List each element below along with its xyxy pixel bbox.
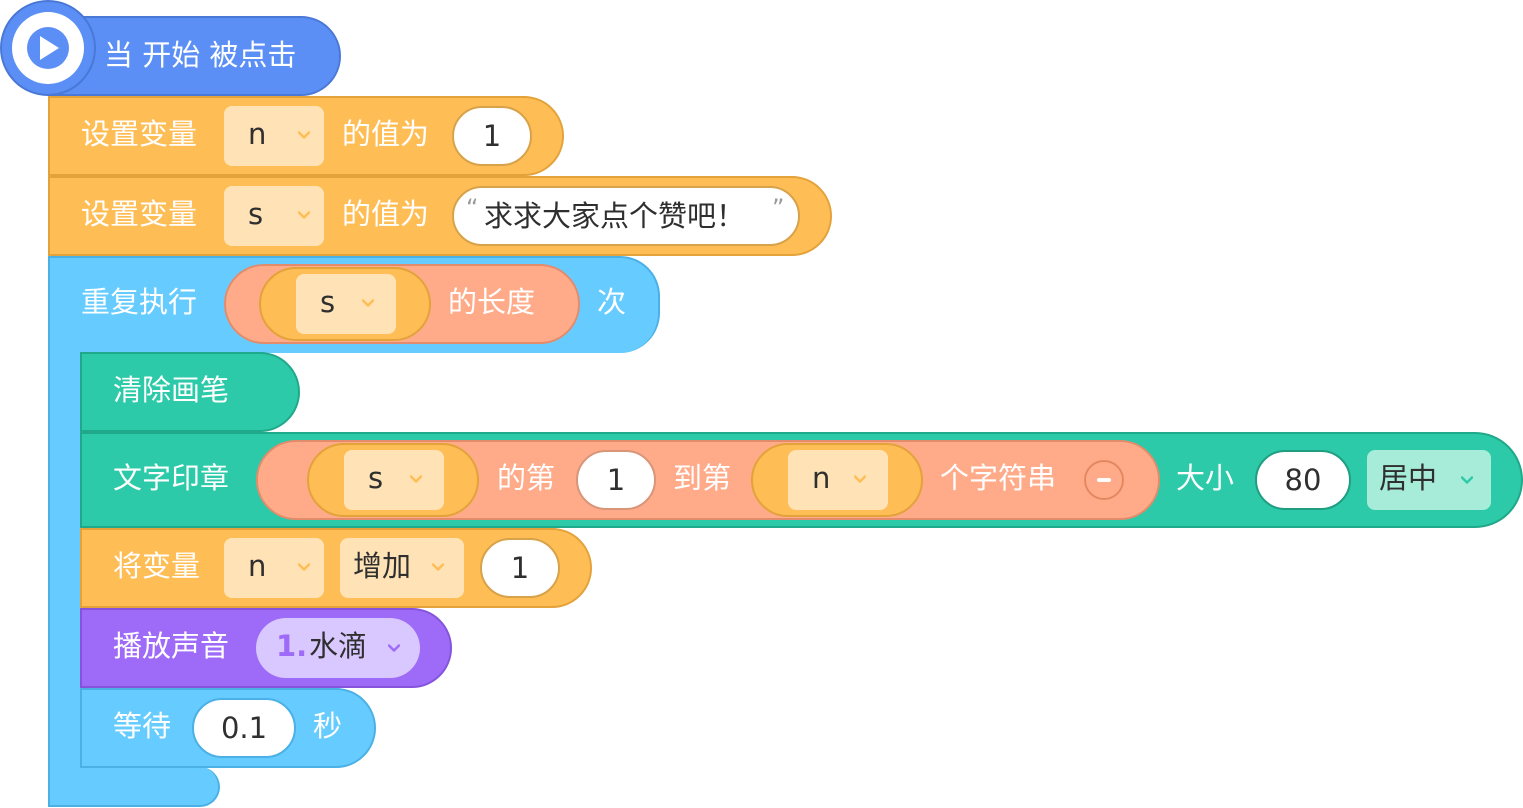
set-s-label: 设置变量 — [81, 197, 198, 231]
variable-dropdown-s-stamp[interactable]: s — [344, 450, 444, 510]
chevron-down-icon — [362, 299, 374, 307]
set-s-text-input[interactable]: “ 求求大家点个赞吧！ ” — [452, 186, 800, 246]
chevron-down-icon — [298, 563, 310, 571]
wait-label: 等待 — [113, 709, 172, 743]
variable-dropdown-n-change[interactable]: n — [224, 538, 324, 598]
set-s-mid-label: 的值为 — [342, 197, 430, 231]
substring-label: 个字符串 — [940, 461, 1057, 495]
align-value: 居中 — [1379, 461, 1438, 495]
length-label: 的长度 — [448, 285, 536, 319]
variable-dropdown-n-stamp[interactable]: n — [788, 450, 888, 510]
clear-pen-block[interactable] — [80, 352, 300, 432]
variable-dropdown-value: s — [320, 285, 336, 319]
play-triangle-icon — [40, 36, 59, 60]
sound-name: 水滴 — [309, 629, 368, 663]
open-quote: “ — [466, 194, 479, 222]
variable-dropdown-s[interactable]: s — [224, 186, 324, 246]
set-n-value: 1 — [482, 119, 502, 153]
wait-seconds-input[interactable]: 0.1 — [192, 698, 296, 758]
change-op-value: 增加 — [353, 549, 412, 583]
wait-unit-label: 秒 — [313, 709, 343, 743]
variable-dropdown-value: n — [812, 461, 831, 495]
repeat-suffix-label: 次 — [597, 285, 627, 319]
variable-dropdown-value: s — [248, 197, 264, 231]
change-op-dropdown[interactable]: 增加 — [340, 538, 464, 598]
variable-dropdown-value: s — [368, 461, 384, 495]
sound-dropdown[interactable]: 1. 水滴 — [256, 618, 420, 678]
when-start-clicked-block[interactable] — [48, 16, 341, 96]
size-label: 大小 — [1176, 461, 1235, 495]
chevron-down-icon — [410, 475, 422, 483]
text-stamp-label: 文字印章 — [113, 461, 230, 495]
chevron-down-icon — [432, 563, 444, 571]
variable-dropdown-s-repeat[interactable]: s — [296, 274, 396, 334]
clear-pen-label: 清除画笔 — [113, 373, 230, 407]
wait-seconds-value: 0.1 — [220, 711, 268, 745]
set-n-label: 设置变量 — [81, 117, 198, 151]
set-n-value-input[interactable]: 1 — [452, 106, 532, 166]
to-label: 到第 — [673, 461, 732, 495]
from-index-input[interactable]: 1 — [576, 450, 656, 510]
chevron-down-icon — [1461, 476, 1473, 484]
chevron-down-icon — [854, 475, 866, 483]
variable-dropdown-value: n — [248, 117, 267, 151]
set-n-mid-label: 的值为 — [342, 117, 430, 151]
set-s-value: 求求大家点个赞吧！ — [484, 199, 746, 233]
change-value-input[interactable]: 1 — [480, 538, 560, 598]
size-input[interactable]: 80 — [1255, 450, 1351, 510]
repeat-block-foot — [48, 767, 220, 807]
size-value: 80 — [1284, 463, 1322, 497]
change-value: 1 — [510, 551, 530, 585]
variable-dropdown-value: n — [248, 549, 267, 583]
minus-icon[interactable] — [1084, 460, 1124, 500]
hat-label: 当 开始 被点击 — [104, 38, 297, 72]
close-quote: ” — [772, 194, 785, 222]
chevron-down-icon — [388, 644, 400, 652]
repeat-label: 重复执行 — [81, 285, 198, 319]
from-index-value: 1 — [606, 463, 626, 497]
change-label: 将变量 — [113, 549, 201, 583]
sound-index: 1. — [276, 629, 308, 663]
play-sound-label: 播放声音 — [113, 629, 230, 663]
chevron-down-icon — [298, 131, 310, 139]
variable-dropdown-n[interactable]: n — [224, 106, 324, 166]
align-dropdown[interactable]: 居中 — [1367, 450, 1491, 510]
from-label: 的第 — [497, 461, 556, 495]
chevron-down-icon — [298, 211, 310, 219]
repeat-block-arm — [48, 340, 81, 780]
